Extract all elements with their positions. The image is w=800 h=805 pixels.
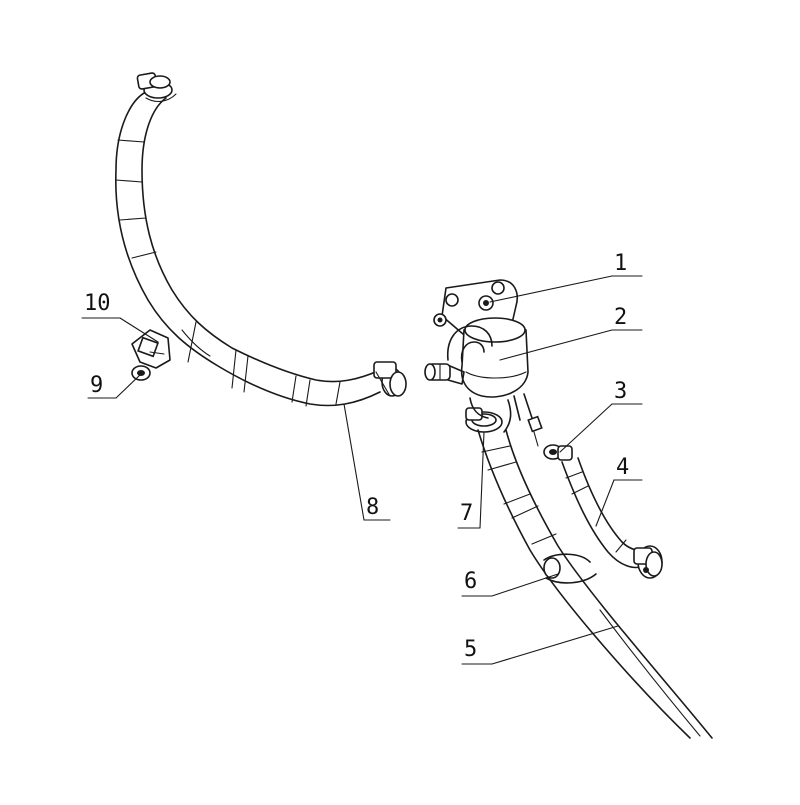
callout-label-9: 9 [90, 373, 103, 398]
left-bracket [131, 329, 171, 381]
callout-label-8: 8 [366, 495, 379, 520]
callout-label-4: 4 [616, 455, 629, 480]
left-hose [114, 72, 407, 407]
callout-label-5: 5 [464, 637, 477, 662]
callout-label-3: 3 [614, 379, 627, 404]
right-small-hose [543, 444, 663, 579]
main-down-hose [465, 397, 713, 739]
callout-label-10: 10 [84, 291, 111, 316]
callout-label-7: 7 [460, 501, 473, 526]
center-valve-assembly [424, 279, 543, 447]
callout-label-2: 2 [614, 305, 627, 330]
callouts: 1 2 3 4 5 6 7 8 9 10 [81, 251, 643, 665]
callout-label-6: 6 [464, 569, 477, 594]
callout-label-1: 1 [614, 251, 627, 276]
